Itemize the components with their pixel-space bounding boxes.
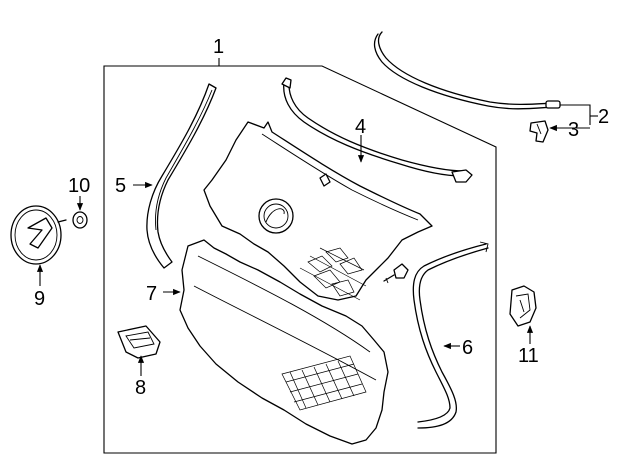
callout-1: 1 [213, 36, 224, 58]
callout-9: 9 [34, 288, 45, 310]
part-bracket-11 [509, 285, 537, 327]
callout-6: 6 [462, 337, 473, 359]
part-lower-grille-7 [179, 239, 389, 445]
callout-2: 2 [598, 106, 609, 128]
callout-3: 3 [568, 119, 579, 141]
part-washer-10 [72, 211, 88, 229]
callout-4: 4 [355, 116, 366, 138]
bracket-2-3 [560, 104, 591, 125]
callout-5: 5 [115, 175, 126, 197]
part-molding-4 [281, 77, 473, 183]
part-clip-3 [529, 120, 549, 143]
part-grille-frame [203, 121, 433, 301]
callout-8: 8 [135, 377, 146, 399]
part-bolt [383, 263, 409, 284]
callout-11: 11 [518, 345, 539, 367]
callout-7: 7 [146, 283, 157, 305]
part-upper-seal [373, 31, 561, 110]
part-bracket-8 [117, 325, 161, 359]
part-right-molding-6 [412, 241, 489, 429]
assembly-outline [103, 65, 497, 454]
part-emblem-9 [10, 205, 67, 265]
callout-10: 10 [68, 175, 90, 197]
part-left-molding-5 [146, 83, 217, 269]
